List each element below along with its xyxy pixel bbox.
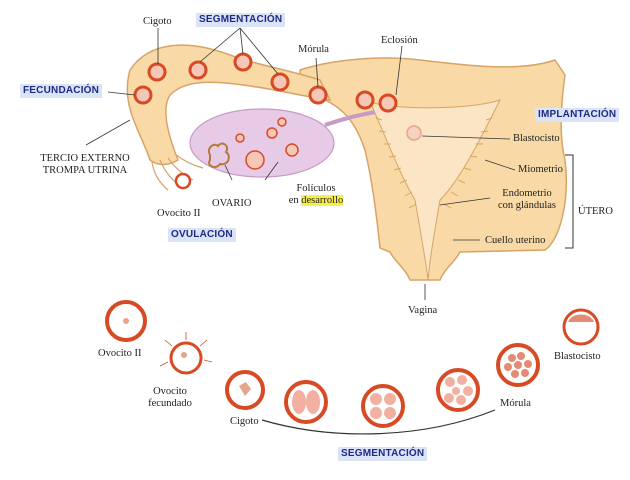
tag-fecundacion: FECUNDACIÓN — [20, 84, 103, 98]
label-fecundado-line1: Ovocito — [153, 386, 187, 397]
follicles — [235, 117, 299, 170]
eight-cell-stage — [436, 368, 480, 412]
four-cell-stage — [361, 384, 405, 428]
label-foliculos-line1: Folículos — [296, 183, 336, 194]
label-endometrio: Endometrio con glándulas — [491, 188, 563, 212]
label-ovocito-top: Ovocito II — [157, 208, 201, 219]
label-blastocisto-bottom: Blastocisto — [554, 351, 601, 362]
label-miometrio: Miometrio — [518, 164, 563, 175]
fecundado-cell — [159, 332, 213, 375]
endometrial-glands — [375, 117, 493, 209]
label-tercio-line2: TROMPA UTRINA — [42, 165, 128, 176]
tube-cells — [133, 52, 398, 113]
label-ovocito-bottom: Ovocito II — [98, 348, 142, 359]
label-cigoto-top: Cigoto — [143, 16, 172, 27]
segmentacion-arc — [261, 409, 496, 435]
label-utero: ÚTERO — [578, 206, 613, 217]
label-vagina: Vagina — [408, 305, 438, 316]
blastocisto-top-cell — [406, 125, 422, 141]
label-endometrio-line1: Endometrio — [502, 188, 552, 199]
label-foliculos-desarrollo: desarrollo — [301, 195, 344, 206]
label-cigoto-bottom: Cigoto — [230, 416, 259, 427]
label-foliculos: Folículos en desarrollo — [276, 183, 356, 207]
label-tercio-externo: TERCIO EXTERNO TROMPA UTRINA — [20, 153, 150, 177]
ovocito-top-cell — [174, 172, 192, 190]
blastocisto-bottom-cell — [562, 308, 600, 346]
label-morula-bottom: Mórula — [500, 398, 531, 409]
tag-ovulacion: OVULACIÓN — [168, 228, 236, 242]
label-endometrio-line2: con glándulas — [497, 200, 557, 211]
label-ovario: OVARIO — [212, 198, 252, 209]
label-foliculos-line2: en desarrollo — [276, 195, 356, 207]
label-fecundado-line2: fecundado — [148, 398, 192, 409]
label-eclosion: Eclosión — [381, 35, 418, 46]
tag-segmentacion-bottom: SEGMENTACIÓN — [338, 447, 428, 461]
ruptured-follicle — [208, 142, 230, 168]
tag-segmentacion-top: SEGMENTACIÓN — [196, 13, 286, 27]
uterine-cavity — [369, 99, 501, 281]
label-morula-top: Mórula — [298, 44, 329, 55]
utero-bracket — [565, 154, 574, 249]
two-cell-stage — [284, 380, 328, 424]
ovarian-ligament — [324, 110, 376, 127]
leader-lines — [85, 27, 516, 300]
cigoto-bottom-cell — [225, 370, 265, 410]
morula-bottom-cell — [496, 343, 540, 387]
label-ovocito-fecundado: Ovocito fecundado — [140, 386, 200, 410]
label-blastocisto-top: Blastocisto — [513, 133, 560, 144]
label-foliculos-en: en — [288, 195, 299, 206]
label-tercio-line1: TERCIO EXTERNO — [40, 153, 130, 164]
tag-implantacion: IMPLANTACIÓN — [535, 108, 620, 122]
ovary — [189, 108, 335, 178]
label-cuello-uterino: Cuello uterino — [485, 235, 546, 246]
